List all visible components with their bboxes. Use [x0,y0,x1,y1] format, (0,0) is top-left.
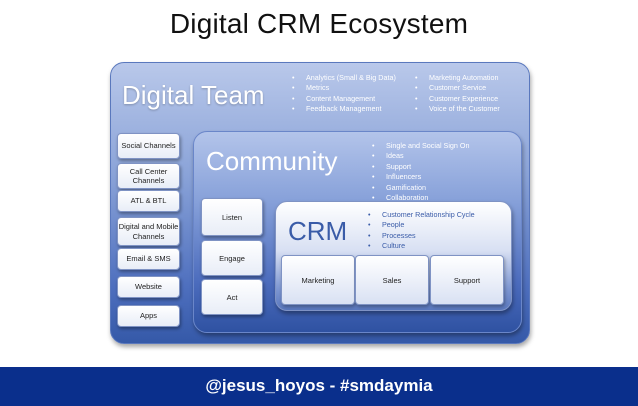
bullet-item: Support [372,162,470,173]
bullet-item: Customer Relationship Cycle [368,210,475,221]
footer-banner [0,367,638,406]
crm-function-marketing: Marketing [281,255,355,305]
bullet-item: People [368,220,475,231]
bullet-item: Collaboration [372,193,470,204]
engagement-engage: Engage [201,240,263,276]
engagement-act: Act [201,279,263,315]
bullet-item: Analytics (Small & Big Data) [292,73,396,84]
page-title: Digital CRM Ecosystem [169,8,469,39]
crm-bullets: Customer Relationship Cycle People Proce… [368,210,475,252]
crm-function-sales: Sales [355,255,429,305]
channel-apps: Apps [117,305,180,327]
footer-handle: @jesus_hoyos - #smdaymia [205,376,433,395]
bullet-item: Feedback Management [292,104,396,115]
bullet-item: Ideas [372,151,470,162]
bullet-item: Processes [368,231,475,242]
bullet-item: Influencers [372,172,470,183]
bullet-item: Marketing Automation [415,73,500,84]
channel-digital-mobile: Digital and Mobile Channels [117,217,180,246]
channel-website: Website [117,276,180,298]
community-bullets: Single and Social Sign On Ideas Support … [372,141,470,204]
crm-function-support: Support [430,255,504,305]
digital-team-label: Digital Team [122,80,265,110]
bullet-item: Content Management [292,94,396,105]
bullet-item: Customer Service [415,83,500,94]
channel-email-sms: Email & SMS [117,248,180,270]
bullet-item: Voice of the Customer [415,104,500,115]
engagement-listen: Listen [201,198,263,236]
digital-team-bullets-left: Analytics (Small & Big Data) Metrics Con… [292,73,396,115]
crm-label: CRM [288,216,348,246]
channel-call-center: Call Center Channels [117,163,180,189]
bullet-item: Culture [368,241,475,252]
channel-atl-btl: ATL & BTL [117,190,180,212]
bullet-item: Customer Experience [415,94,500,105]
community-label: Community [206,146,338,176]
digital-team-bullets-right: Marketing Automation Customer Service Cu… [415,73,500,115]
bullet-item: Single and Social Sign On [372,141,470,152]
channel-social: Social Channels [117,133,180,159]
bullet-item: Metrics [292,83,396,94]
bullet-item: Gamification [372,183,470,194]
